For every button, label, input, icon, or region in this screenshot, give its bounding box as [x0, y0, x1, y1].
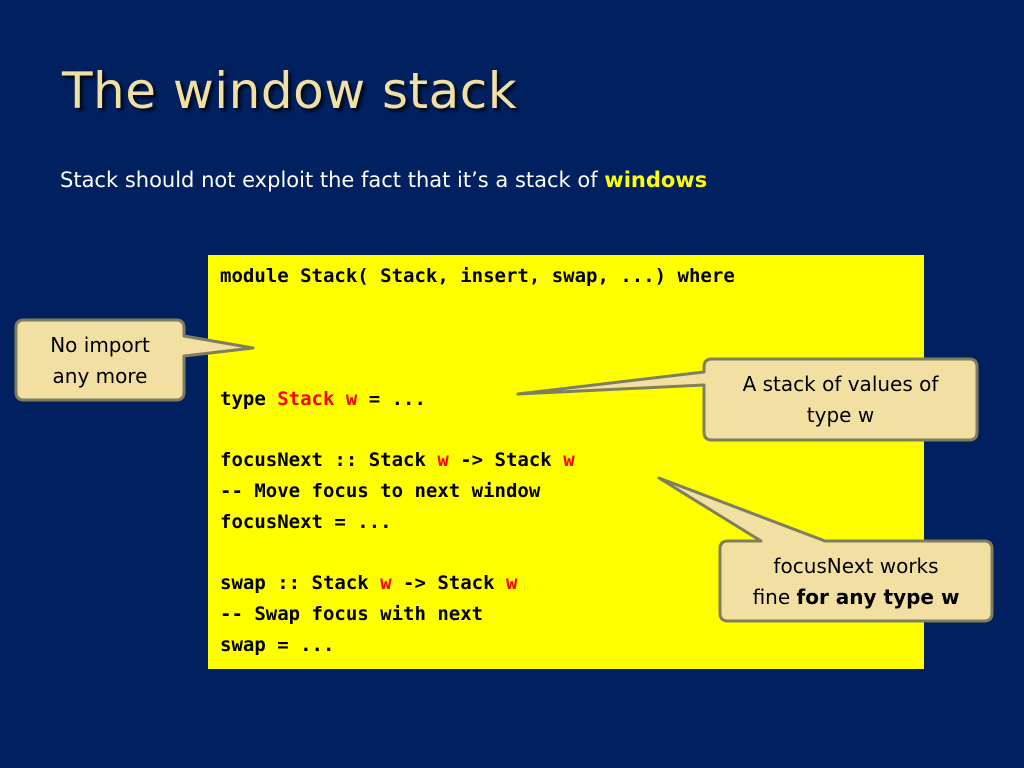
code-line-focus-definition: focusNext = ... [220, 511, 392, 533]
callout-no-import: No import any more [16, 330, 184, 392]
callout-stack-values-line2: type w [806, 403, 875, 427]
slide-subtitle: Stack should not exploit the fact that i… [60, 168, 707, 192]
subtitle-highlight: windows [604, 168, 708, 192]
code-swap-sig-w2: w [506, 572, 518, 594]
code-line-swap-signature: swap :: Stack w -> Stack w [220, 571, 517, 595]
code-line-focus-signature: focusNext :: Stack w -> Stack w [220, 448, 575, 472]
code-swap-sig-a: swap :: Stack [220, 572, 381, 594]
code-type-stack: Stack w [277, 388, 358, 410]
callout-no-import-shape [14, 318, 255, 402]
callout-focus-works-bold: for any type w [796, 585, 960, 609]
code-line-focus-comment: -- Move focus to next window [220, 480, 541, 502]
callout-stack-values-shape [516, 357, 979, 442]
callout-focus-works-plain: fine [752, 585, 797, 609]
code-line-module: module Stack( Stack, insert, swap, ...) … [220, 265, 735, 287]
callout-no-import-line1: No import [50, 333, 150, 357]
callout-no-import-line2: any more [52, 364, 148, 388]
code-type-keyword: type [220, 388, 278, 410]
callout-focus-works-line2: fine for any type w [720, 582, 992, 613]
callout-stack-values: A stack of values of type w [704, 369, 977, 431]
code-line-swap-comment: -- Swap focus with next [220, 603, 484, 625]
code-swap-sig-b: -> Stack [391, 572, 506, 594]
callout-stack-values-line1: A stack of values of [742, 372, 939, 396]
code-swap-sig-w1: w [380, 572, 392, 594]
code-focus-sig-w1: w [437, 449, 449, 471]
code-type-rest: = ... [357, 388, 426, 410]
code-focus-sig-a: focusNext :: Stack [220, 449, 438, 471]
callout-focus-works-line1: focusNext works [773, 554, 939, 578]
code-focus-sig-b: -> Stack [448, 449, 564, 471]
subtitle-text: Stack should not exploit the fact that i… [60, 168, 605, 192]
callout-focus-works: focusNext works fine for any type w [720, 551, 992, 613]
code-focus-sig-w2: w [563, 449, 575, 471]
code-line-type: type Stack w = ... [220, 387, 426, 411]
code-line-swap-definition: swap = ... [220, 634, 335, 656]
slide-title: The window stack [62, 62, 518, 120]
callout-focus-works-shape [657, 476, 994, 623]
